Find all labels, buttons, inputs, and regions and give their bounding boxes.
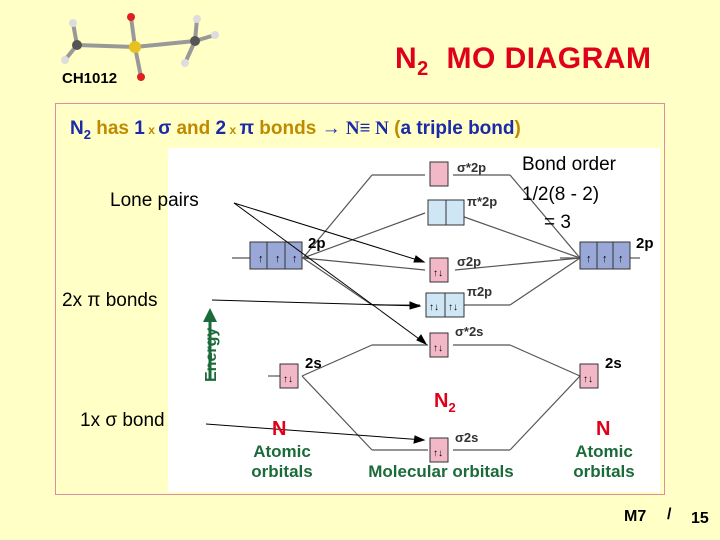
content-box (55, 103, 665, 495)
pi-bonds-label: 2x π bonds (62, 290, 158, 311)
course-code: CH1012 (62, 70, 118, 87)
bond-order-value: = 3 (544, 212, 571, 233)
svg-text:↑: ↑ (602, 253, 608, 265)
mo-sigma-star-2p (429, 161, 449, 187)
bond-order-heading: Bond order (522, 154, 617, 175)
molecule-logo (61, 13, 219, 81)
svg-text:↑: ↑ (275, 253, 281, 265)
molecular-orbitals-label: Molecular orbitals (368, 462, 514, 481)
slide-title: N2 MO DIAGRAM (395, 42, 652, 80)
right-2s-label: 2s (605, 355, 622, 372)
right-2p-label: 2p (636, 235, 654, 252)
svg-text:↑↓: ↑↓ (433, 343, 443, 354)
footer-slash: / (667, 506, 672, 523)
footer-module: M7 (624, 508, 647, 525)
mo-label-sigma-2p: σ2p (457, 254, 481, 269)
svg-text:↑↓: ↑↓ (433, 268, 443, 279)
right-2p-orbitals: ↑ ↑ ↑ (579, 241, 631, 270)
svg-text:↑: ↑ (292, 253, 298, 265)
page-number: 15 (691, 510, 709, 527)
svg-text:↑: ↑ (586, 253, 592, 265)
right-2s-orbital (579, 363, 599, 389)
lone-pairs-label: Lone pairs (110, 190, 199, 211)
sigma-bond-label: 1x σ bond (80, 410, 165, 431)
svg-text:↑↓: ↑↓ (583, 374, 593, 385)
bond-order-formula: 1/2(8 - 2) (522, 184, 600, 205)
left-2s-orbital (279, 363, 299, 389)
mo-sigma-2p (429, 257, 449, 283)
mo-sigma-2s (429, 437, 449, 463)
svg-text:↑↓: ↑↓ (433, 448, 443, 459)
mo-label-pi-star-2p: π*2p (467, 194, 497, 209)
right-atom-label: N (596, 418, 611, 440)
energy-label: Energy (203, 328, 220, 382)
svg-text:↑: ↑ (258, 253, 264, 265)
mo-sigma-star-2s (429, 332, 449, 358)
left-2p-orbitals: ↑ ↑ ↑ (249, 241, 303, 270)
svg-text:↑↓: ↑↓ (448, 302, 458, 313)
headline: N2 has 1 x σ and 2 x π bonds → N≡ N (a t… (70, 118, 521, 142)
svg-text:↑: ↑ (618, 253, 624, 265)
left-2s-label: 2s (305, 355, 322, 372)
left-2p-label: 2p (308, 235, 326, 252)
mo-label-sigma-2s: σ2s (455, 430, 478, 445)
mo-label-sigma-star-2p: σ*2p (457, 160, 486, 175)
mo-diagram-panel (168, 148, 660, 492)
mo-label-sigma-star-2s: σ*2s (455, 324, 483, 339)
svg-text:↑↓: ↑↓ (283, 374, 293, 385)
molecule-label: N2 (434, 390, 456, 415)
svg-text:↑↓: ↑↓ (429, 302, 439, 313)
left-atom-label: N (272, 418, 287, 440)
mo-label-pi-2p: π2p (467, 284, 492, 299)
